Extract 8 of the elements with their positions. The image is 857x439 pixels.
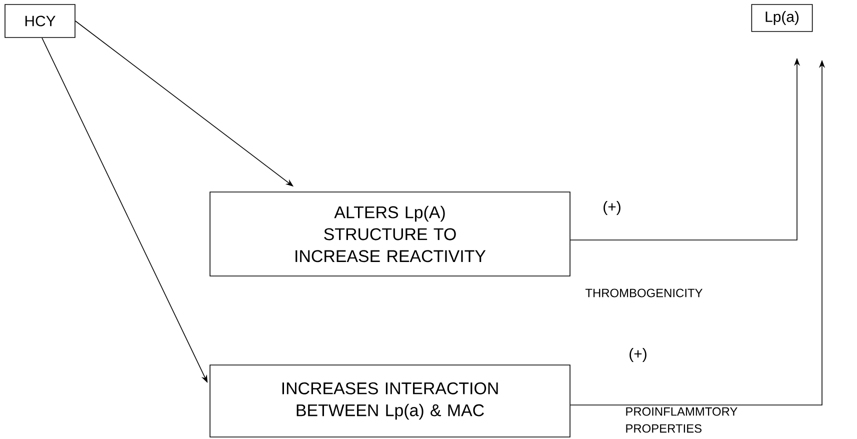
text-box: Lp(a) bbox=[751, 4, 813, 32]
text-box: INCREASES INTERACTION BETWEEN Lp(a) & MAC bbox=[210, 364, 570, 438]
annotation-text: (+) bbox=[630, 348, 646, 362]
annotation-text: THROMBOGENICITY bbox=[585, 288, 702, 298]
annotation-text: (+) bbox=[604, 201, 620, 215]
annotation-text: PROINFLAMMTORY PROPERTIES bbox=[626, 407, 738, 433]
text-box: HCY bbox=[4, 4, 76, 38]
text-box: ALTERS Lp(A) STRUCTURE TO INCREASE REACTIVITY bbox=[210, 192, 570, 276]
